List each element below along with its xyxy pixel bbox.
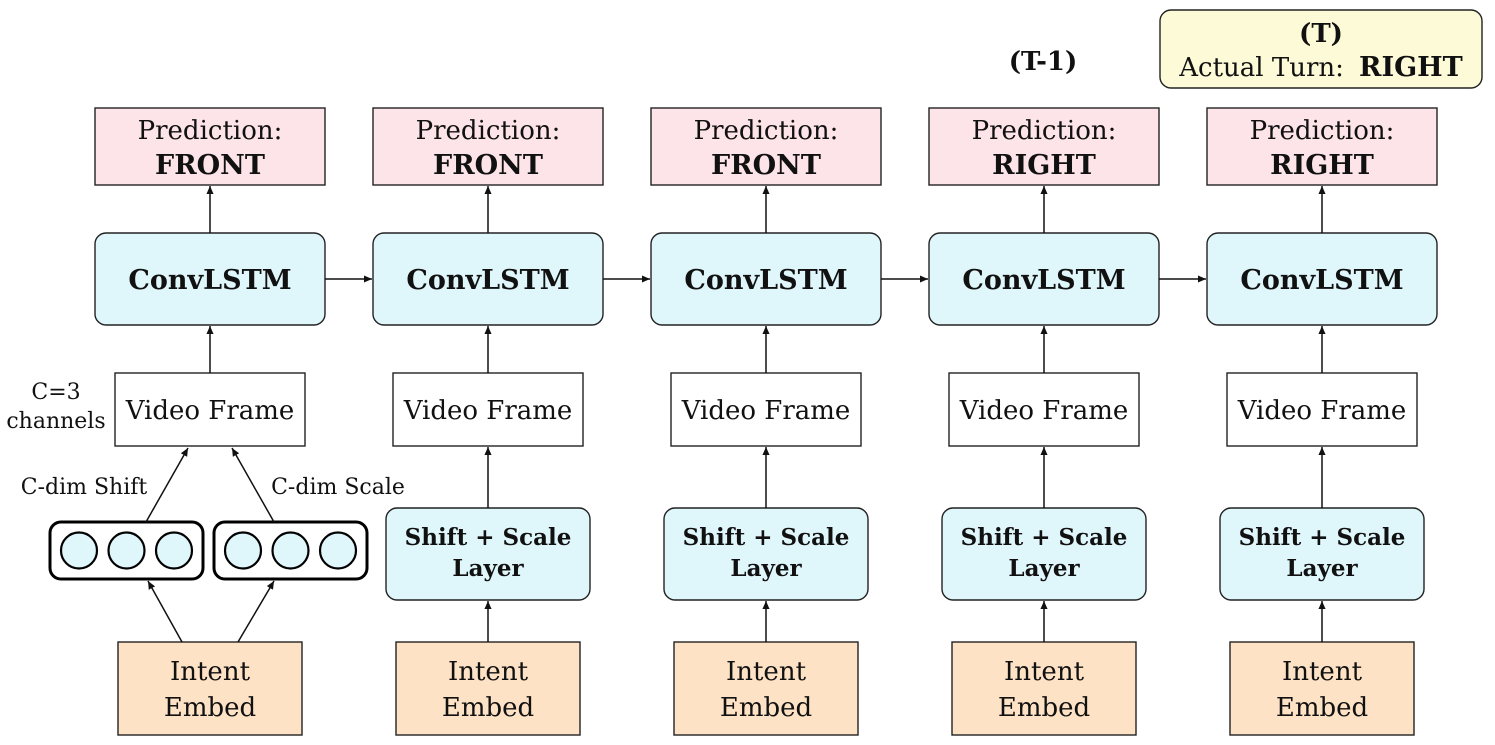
prediction-value: RIGHT [992, 150, 1096, 181]
prediction-label: Prediction: [416, 116, 561, 146]
intent-embed-label-line1: Intent [448, 657, 529, 687]
video-frame-box [392, 372, 584, 447]
actual-turn-label: Actual Turn: RIGHT [1178, 52, 1462, 83]
scale-vector-node [271, 531, 310, 570]
video-frame-box [114, 372, 306, 447]
prediction-value: FRONT [433, 150, 543, 181]
shift-scale-layer [385, 507, 591, 601]
timestep-column: Prediction: FRONT ConvLSTM Video FrameShift… [372, 107, 604, 736]
timestep-column: Prediction: RIGHT ConvLSTM Video FrameShift… [1206, 107, 1438, 736]
prediction-label: Prediction: [138, 116, 283, 146]
intent-to-scale-arrow [237, 580, 275, 643]
convlstm-label: ConvLSTM [406, 265, 569, 296]
shift-vector-node [59, 531, 99, 570]
intent-embed-box [117, 641, 303, 736]
intent-embed-box [395, 641, 581, 736]
video-frame-box [948, 372, 1140, 447]
timestep-column: Prediction: FRONT ConvLSTM Video FrameInten… [94, 107, 326, 736]
prediction-value: FRONT [155, 150, 265, 181]
actual-turn-prefix: Actual Turn: [1178, 53, 1344, 83]
prediction-value: FRONT [711, 150, 821, 181]
intent-embed-label-line2: Embed [720, 693, 812, 723]
shift-scale-label-line2: Layer [452, 555, 524, 582]
shift-dim-label: C-dim Shift [21, 475, 148, 500]
video-frame-label: Video Frame [403, 396, 573, 426]
shift-scale-label-line1: Shift + Scale [961, 524, 1128, 551]
video-frame-label: Video Frame [681, 396, 851, 426]
prediction-box [372, 107, 604, 186]
scale-vector-node [318, 531, 358, 570]
scale-vector [212, 520, 369, 581]
intent-embed-label-line1: Intent [726, 657, 807, 687]
video-frame-label: Video Frame [125, 396, 295, 426]
convlstm-label: ConvLSTM [684, 265, 847, 296]
shift-scale-label-line1: Shift + Scale [405, 524, 572, 551]
intent-to-shift-arrow [147, 580, 183, 643]
prediction-box [650, 107, 882, 186]
prediction-label: Prediction: [1250, 116, 1395, 146]
t-minus-1-label: (T-1) [1009, 47, 1078, 77]
shift-vector [48, 520, 205, 581]
intent-embed-label-line2: Embed [164, 693, 256, 723]
shift-scale-label-line2: Layer [1286, 555, 1358, 582]
prediction-value: RIGHT [1270, 150, 1374, 181]
shift-scale-label-line2: Layer [730, 555, 802, 582]
intent-embed-label-line2: Embed [442, 693, 534, 723]
shift-scale-layer [663, 507, 869, 601]
video-frame-label: Video Frame [959, 396, 1129, 426]
scale-dim-label: C-dim Scale [271, 475, 405, 500]
intent-embed-label-line2: Embed [998, 693, 1090, 723]
convlstm-label: ConvLSTM [128, 265, 291, 296]
intent-embed-label-line2: Embed [1276, 693, 1368, 723]
shift-vector-node [107, 531, 146, 570]
intent-embed-label-line1: Intent [1282, 657, 1363, 687]
shift-scale-layer [941, 507, 1147, 601]
shift-scale-layer [1219, 507, 1425, 601]
shift-scale-label-line1: Shift + Scale [1239, 524, 1406, 551]
shift-vector-node [154, 531, 194, 570]
prediction-label: Prediction: [694, 116, 839, 146]
actual-turn-box [1159, 9, 1483, 89]
intent-embed-label-line1: Intent [170, 657, 251, 687]
intent-embed-label-line1: Intent [1004, 657, 1085, 687]
actual-turn-value: RIGHT [1359, 52, 1463, 83]
convlstm-label: ConvLSTM [962, 265, 1125, 296]
video-frame-label: Video Frame [1237, 396, 1407, 426]
prediction-label: Prediction: [972, 116, 1117, 146]
timestep-column: Prediction: RIGHT ConvLSTM Video FrameShift… [928, 107, 1160, 736]
timestep-columns: Prediction: FRONT ConvLSTM Video FrameInten… [94, 107, 1438, 736]
arrows [145, 186, 1326, 643]
video-frame-box [670, 372, 862, 447]
shift-scale-label-line2: Layer [1008, 555, 1080, 582]
t-label: (T) [1299, 19, 1343, 49]
channels-label-line2: channels [6, 409, 105, 434]
prediction-box [94, 107, 326, 186]
video-frame-box [1226, 372, 1418, 447]
convlstm-label: ConvLSTM [1240, 265, 1403, 296]
intent-embed-box [1229, 641, 1415, 736]
prediction-box [928, 107, 1160, 186]
intent-embed-box [951, 641, 1137, 736]
timestep-column: Prediction: FRONT ConvLSTM Video FrameShift… [650, 107, 882, 736]
prediction-box [1206, 107, 1438, 186]
shift-to-frame-arrow [145, 447, 189, 523]
shift-scale-label-line1: Shift + Scale [683, 524, 850, 551]
channels-label-line1: C=3 [31, 380, 80, 405]
scale-vector-node [223, 531, 263, 570]
scale-to-frame-arrow [231, 447, 275, 523]
